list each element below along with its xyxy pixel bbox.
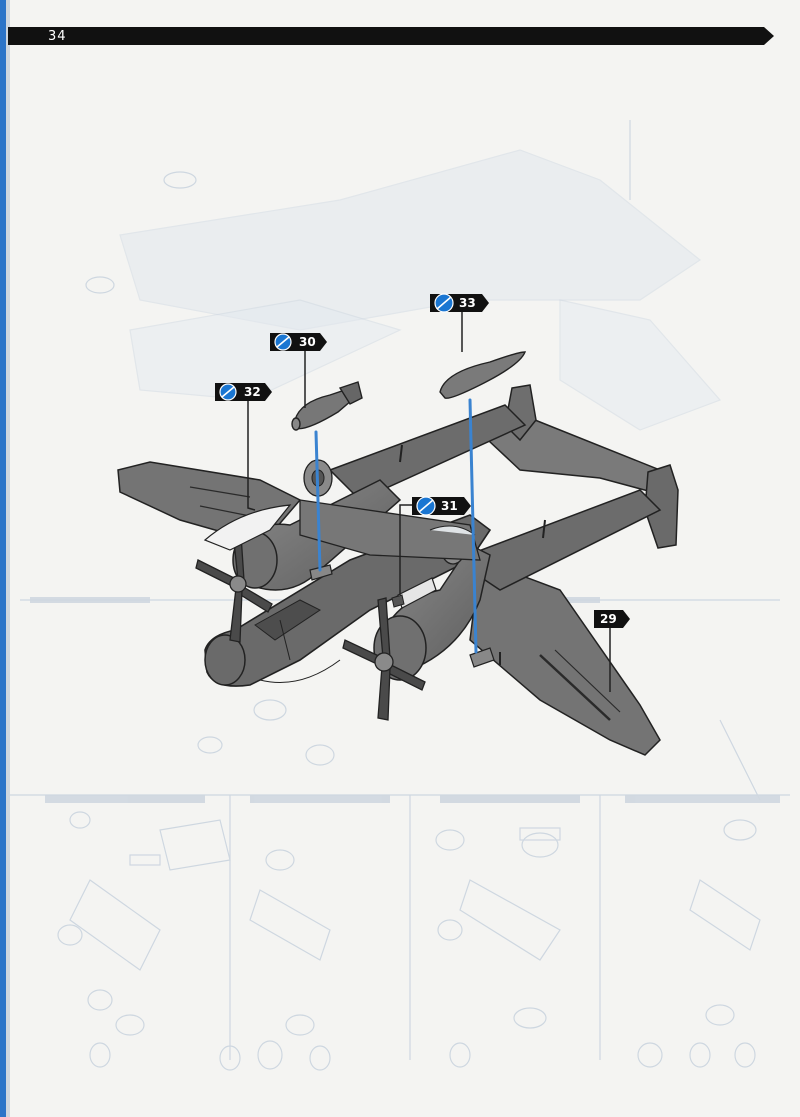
no-glue-icon <box>416 496 436 516</box>
part-30-bomb <box>291 381 363 431</box>
callout-29-marker <box>594 610 630 628</box>
callout-29-label: 29 <box>600 612 617 626</box>
guide-line-30 <box>314 430 322 572</box>
header-bar <box>8 27 774 45</box>
callout-33-marker <box>430 293 489 313</box>
page-binding-edge <box>0 0 6 1117</box>
page-shadow-edge <box>6 0 10 1117</box>
guide-line-33 <box>468 398 478 654</box>
no-glue-icon <box>219 383 237 401</box>
callout-30-label: 30 <box>299 335 316 349</box>
callout-32-label: 32 <box>244 385 261 399</box>
callout-30-marker <box>270 333 327 351</box>
no-glue-icon <box>274 333 292 351</box>
left-tail-boom <box>328 404 527 501</box>
callout-32-marker <box>215 383 272 401</box>
callout-33-label: 33 <box>459 296 476 310</box>
part-33-fuel-tank <box>439 351 527 399</box>
right-propeller <box>342 597 426 721</box>
no-glue-icon <box>434 293 454 313</box>
callout-31-label: 31 <box>441 499 458 513</box>
nose-cone <box>204 634 246 686</box>
page-number: 34 <box>48 29 67 44</box>
callout-31-marker <box>412 496 471 516</box>
